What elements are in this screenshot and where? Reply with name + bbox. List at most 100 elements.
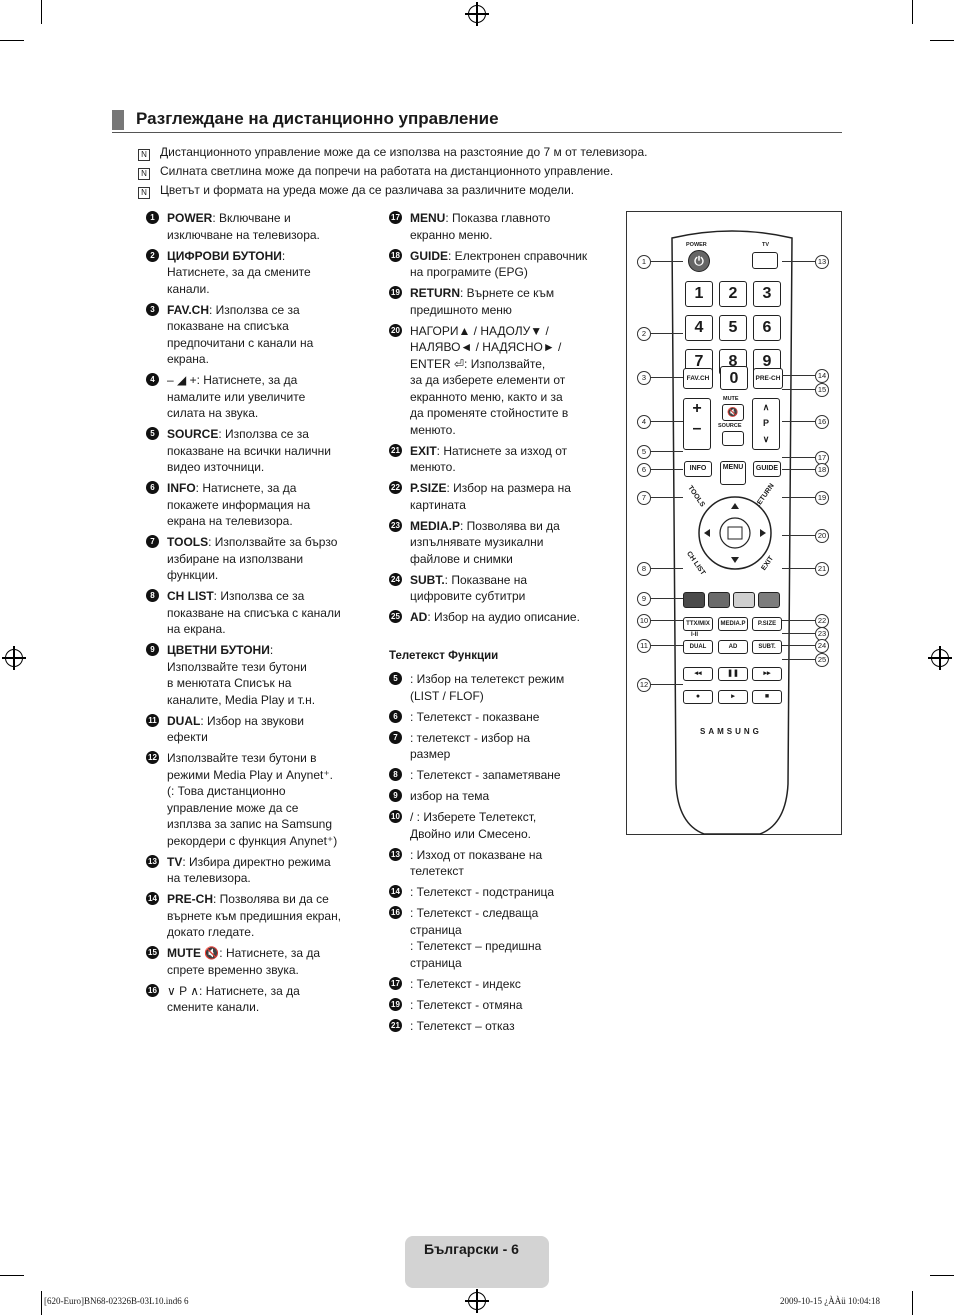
item-line: SUBT.: Показване на	[410, 572, 528, 587]
power-label: POWER	[686, 242, 707, 248]
item-line: каналите, Media Play и т.н.	[167, 692, 316, 707]
item-line: страница	[410, 922, 462, 937]
pre-ch-button[interactable]: PRE-CH	[753, 368, 783, 389]
callout-18: 18	[815, 463, 829, 477]
item-line: НАГОРИ▲ / НАДОЛУ▼ /	[410, 323, 549, 338]
digit-2-button[interactable]: 2	[719, 281, 747, 307]
item-number-badge: 9	[389, 789, 402, 802]
pause-button[interactable]: ❚❚	[718, 667, 748, 681]
item-line: на програмите (EPG)	[410, 265, 528, 279]
callout-leader	[650, 497, 683, 498]
item-description: : Телетекст - подстраница	[410, 884, 554, 901]
item-line: екранното меню, както и за	[410, 389, 563, 404]
item-line: цифровите субтитри	[410, 589, 526, 603]
callout-leader	[782, 645, 815, 646]
mute-button[interactable]: 🔇	[722, 404, 744, 421]
source-button[interactable]	[722, 431, 744, 446]
item-number-badge: 10	[389, 810, 402, 823]
fav-ch-button[interactable]: FAV.CH	[683, 368, 713, 389]
item-number-badge: 12	[146, 751, 159, 764]
volume-rocker[interactable]: +–	[683, 398, 711, 450]
channel-rocker[interactable]: ∧P∨	[752, 398, 780, 450]
print-slug-right: 2009-10-15 ¿ÀÀü 10:04:18	[780, 1296, 880, 1306]
item-number-badge: 19	[389, 997, 402, 1011]
item-line: Използвайте тези бутони	[167, 659, 307, 674]
digit-5-button[interactable]: 5	[719, 315, 747, 341]
media-p-button[interactable]: MEDIA.P	[718, 617, 748, 631]
info-button[interactable]: INFO	[684, 461, 712, 477]
digit-0-button[interactable]: 0	[720, 366, 748, 390]
item-line: предпочитани с канали на	[167, 335, 314, 350]
digit-6-button[interactable]: 6	[753, 315, 781, 341]
power-button[interactable]: ⏻	[688, 250, 710, 272]
item-line: MEDIA.P: Позволява ви да	[410, 518, 560, 533]
item-number-badge: 17	[389, 976, 402, 990]
callout-7: 7	[637, 491, 651, 505]
item-description: : Телетекст - отмяна	[410, 997, 522, 1014]
item-line: в менютата Списък на	[167, 676, 292, 690]
callout-3: 3	[637, 371, 651, 385]
stop-button[interactable]: ■	[752, 690, 782, 704]
item-number-badge: 2	[146, 248, 159, 262]
ad-button[interactable]: AD	[718, 640, 748, 654]
callout-leader	[782, 457, 815, 458]
navigation-pad[interactable]	[694, 495, 776, 571]
item-description: SUBT.: Показване на цифровите субтитри	[410, 572, 527, 605]
mute-label: MUTE	[723, 396, 739, 402]
rewind-button[interactable]: ◂◂	[683, 667, 713, 681]
item-line: SOURCE: Използва се за	[167, 427, 309, 441]
digit-3-button[interactable]: 3	[753, 281, 781, 307]
color-button-4[interactable]	[758, 592, 780, 608]
ttx-mix-button[interactable]: TTX/MIX	[683, 617, 713, 631]
digit-4-button[interactable]: 4	[685, 315, 713, 341]
callout-9: 9	[637, 592, 651, 606]
tv-button[interactable]	[752, 252, 778, 269]
callout-leader	[650, 333, 683, 334]
item-line: (LIST / FLOF)	[410, 688, 484, 703]
menu-button[interactable]: MENU	[720, 461, 746, 485]
color-button-1[interactable]	[683, 592, 705, 608]
callout-leader	[650, 469, 683, 470]
digit-1-button[interactable]: 1	[685, 281, 713, 307]
p-size-button[interactable]: P.SIZE	[752, 617, 782, 631]
subt-button[interactable]: SUBT.	[752, 640, 782, 654]
tv-label: TV	[762, 242, 770, 248]
callout-15: 15	[815, 383, 829, 397]
color-button-2[interactable]	[708, 592, 730, 608]
play-button[interactable]: ▸	[718, 690, 748, 704]
item-line: EXIT: Натиснете за изход от	[410, 443, 568, 458]
item-number-badge: 18	[389, 248, 402, 262]
item-line: Натиснете, за да смените	[167, 265, 311, 279]
item-number-badge: 16	[389, 906, 402, 919]
source-label: SOURCE	[718, 423, 742, 429]
fast-forward-button[interactable]: ▸▸	[752, 667, 782, 681]
guide-button[interactable]: GUIDE	[753, 461, 781, 477]
item-line: : Избор на телетекст режим	[410, 672, 565, 686]
item-description: : Телетекст - показване	[410, 709, 539, 726]
registration-mark-icon	[928, 646, 952, 670]
callout-22: 22	[815, 614, 829, 628]
callout-leader	[782, 535, 815, 536]
callout-leader	[782, 497, 815, 498]
record-button[interactable]: ●	[683, 690, 713, 704]
item-number-badge: 20	[389, 323, 402, 337]
item-line: DUAL: Избор на звукови	[167, 713, 304, 728]
item-description: НАГОРИ▲ / НАДОЛУ▼ /НАЛЯВО◄ / НАДЯСНО► /E…	[410, 323, 568, 439]
callout-21: 21	[815, 562, 829, 576]
crop-mark	[930, 1275, 954, 1276]
dual-button[interactable]: DUAL	[683, 640, 713, 654]
item-line: предишното меню	[410, 302, 512, 317]
color-button-3[interactable]	[733, 592, 755, 608]
callout-10: 10	[637, 614, 651, 628]
callout-leader	[782, 633, 815, 634]
